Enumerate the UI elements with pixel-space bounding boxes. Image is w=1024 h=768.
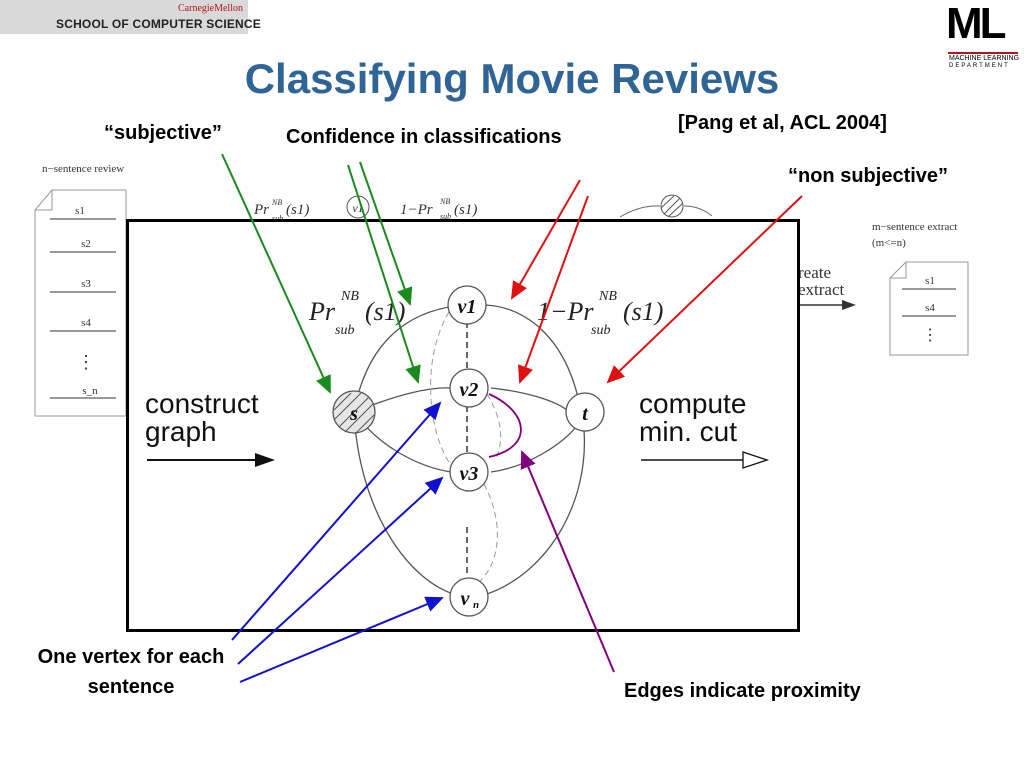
- nb-small: NB: [271, 198, 282, 207]
- extract-title: m−sentence extract: [872, 221, 958, 233]
- node-vn-subscript: n: [473, 599, 479, 611]
- prob-label-left: Pr NB sub (s1): [308, 289, 405, 338]
- edge-v2-v3-highlight: [488, 393, 522, 458]
- create-label-1: reate: [798, 263, 831, 282]
- prob-right-sub: sub: [591, 323, 610, 338]
- extract-subtitle: (m<=n): [872, 237, 906, 249]
- compute-label-line2: min. cut: [639, 416, 738, 447]
- edge-v2-v3-light: [486, 393, 502, 458]
- review-item: s4: [81, 317, 91, 329]
- node-t: t: [565, 392, 605, 432]
- prob-left-small: Pr: [253, 202, 269, 218]
- edge-v3-vn-light: [478, 483, 498, 583]
- extract-item: s1: [925, 275, 935, 287]
- arg-small-right: (s1): [454, 202, 477, 218]
- arg-small: (s1): [286, 202, 309, 218]
- compute-min-cut-label: compute min. cut: [639, 390, 746, 446]
- node-v2: v2: [449, 368, 489, 408]
- node-v1-label: v1: [458, 296, 477, 318]
- extract-document: s1 s4 ⋮: [889, 261, 969, 356]
- review-title: n−sentence review: [42, 163, 125, 175]
- edge-vn-t: [486, 429, 586, 595]
- prob-right-small: 1−Pr: [400, 202, 433, 218]
- prob-left-sub: sub: [335, 323, 354, 338]
- edge-s-vn: [353, 411, 458, 596]
- ml-logo-letters: ML: [946, 0, 1007, 48]
- prob-left-nb: NB: [340, 289, 359, 304]
- node-vn: v n: [449, 577, 489, 617]
- prob-right-text: 1−Pr: [537, 297, 594, 326]
- edges-label: Edges indicate proximity: [624, 680, 861, 702]
- prob-left-text: Pr: [308, 297, 336, 326]
- review-item: ⋮: [77, 352, 95, 372]
- review-item: s2: [81, 238, 91, 250]
- node-v1: v1: [447, 285, 487, 325]
- extract-item: ⋮: [922, 327, 938, 344]
- edge-v3-t: [490, 427, 576, 473]
- create-extract-label: reate extract: [798, 263, 856, 310]
- extract-item: s4: [925, 302, 935, 314]
- node-s: s: [332, 390, 376, 435]
- subjective-label: “subjective”: [104, 122, 222, 144]
- node-s-label: s: [349, 403, 358, 425]
- prob-left-arg: (s1): [365, 297, 405, 326]
- node-v3: v3: [449, 452, 489, 492]
- node-v2-label: v2: [460, 379, 479, 401]
- edge-v2-t: [490, 387, 570, 413]
- cmu-wordmark: CarnegieMellon: [178, 3, 243, 14]
- sub-small-right: sub: [440, 212, 451, 221]
- graph-figure: s v1 v2 v3 v n t Pr NB sub (s1): [126, 219, 800, 632]
- construct-label-line2: graph: [145, 416, 217, 447]
- node-t-label: t: [582, 403, 589, 425]
- review-document: s1 s2 s3 s4 ⋮ s_n: [34, 189, 127, 417]
- prob-label-right: 1−Pr NB sub (s1): [537, 289, 663, 338]
- prob-right-nb: NB: [598, 289, 617, 304]
- citation-label: [Pang et al, ACL 2004]: [678, 112, 887, 134]
- compute-label-line1: compute: [639, 388, 747, 419]
- ml-logo-subtitle: MACHINE LEARNING: [949, 55, 1020, 62]
- confidence-label: Confidence in classifications: [286, 126, 562, 148]
- school-name: SCHOOL OF COMPUTER SCIENCE: [56, 17, 261, 31]
- construct-graph-label: construct graph: [145, 390, 259, 446]
- review-item: s3: [81, 278, 91, 290]
- ml-logo-rule: [948, 52, 1018, 54]
- review-item: s_n: [82, 385, 98, 397]
- node-v3-label: v3: [460, 463, 479, 485]
- compute-arrowhead: [742, 451, 770, 469]
- review-item: s1: [75, 205, 85, 217]
- edge-v1-v3: [430, 311, 456, 471]
- prob-right-arg: (s1): [623, 297, 663, 326]
- header-band: [0, 0, 248, 34]
- create-label-2: extract: [798, 280, 845, 299]
- ml-logo-department: DEPARTMENT: [949, 63, 1010, 69]
- ml-department-logo: ML MACHINE LEARNING DEPARTMENT: [946, 0, 1020, 70]
- construct-label-line1: construct: [145, 388, 259, 419]
- construct-arrowhead: [255, 453, 275, 467]
- node-vn-label: v: [461, 588, 471, 610]
- non-subjective-label: “non subjective”: [788, 165, 949, 187]
- slide-title: Classifying Movie Reviews: [244, 55, 780, 102]
- svg-text:v1: v1: [352, 201, 363, 215]
- nb-small-right: NB: [439, 197, 450, 206]
- vertex-label: One vertex for each sentence: [37, 646, 225, 698]
